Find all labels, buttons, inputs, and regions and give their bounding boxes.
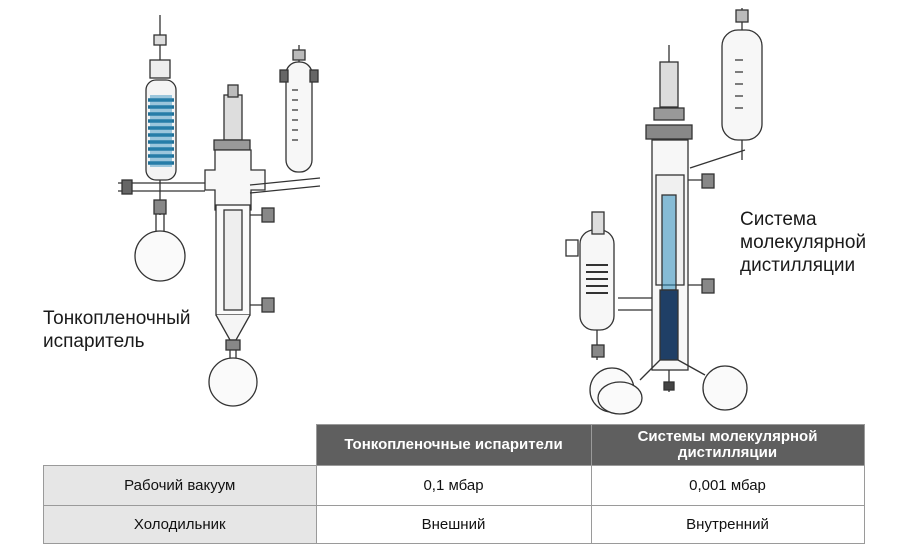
molecular-distillation-caption: Система молекулярной дистилляции — [740, 209, 867, 276]
condenser-coil — [148, 98, 174, 165]
comparison-table: Тонкопленочные испарители Системы молеку… — [43, 424, 865, 544]
condenser-thin-film-value: Внешний — [315, 504, 592, 544]
row-label-condenser: Холодильник — [43, 504, 317, 544]
vacuum-thin-film-value: 0,1 мбар — [315, 464, 592, 506]
condenser-molecular-value: Внутренний — [590, 504, 865, 544]
vacuum-molecular-value: 0,001 мбар — [590, 464, 865, 506]
row-label-vacuum: Рабочий вакуум — [43, 464, 317, 506]
table-header-row: Тонкопленочные испарители Системы молеку… — [43, 424, 865, 466]
thin-film-evaporator-illustration — [118, 15, 321, 407]
header-thin-film-evaporators: Тонкопленочные испарители — [315, 424, 592, 466]
header-molecular-distillation: Системы молекулярной дистилляции — [590, 424, 865, 466]
molecular-distillation-illustration — [565, 8, 763, 415]
thin-film-evaporator-caption: Тонкопленочный испаритель — [43, 308, 191, 352]
table-corner-blank — [43, 424, 316, 465]
table-row: Рабочий вакуум 0,1 мбар 0,001 мбар — [43, 464, 865, 506]
table-row: Холодильник Внешний Внутренний — [43, 504, 865, 544]
